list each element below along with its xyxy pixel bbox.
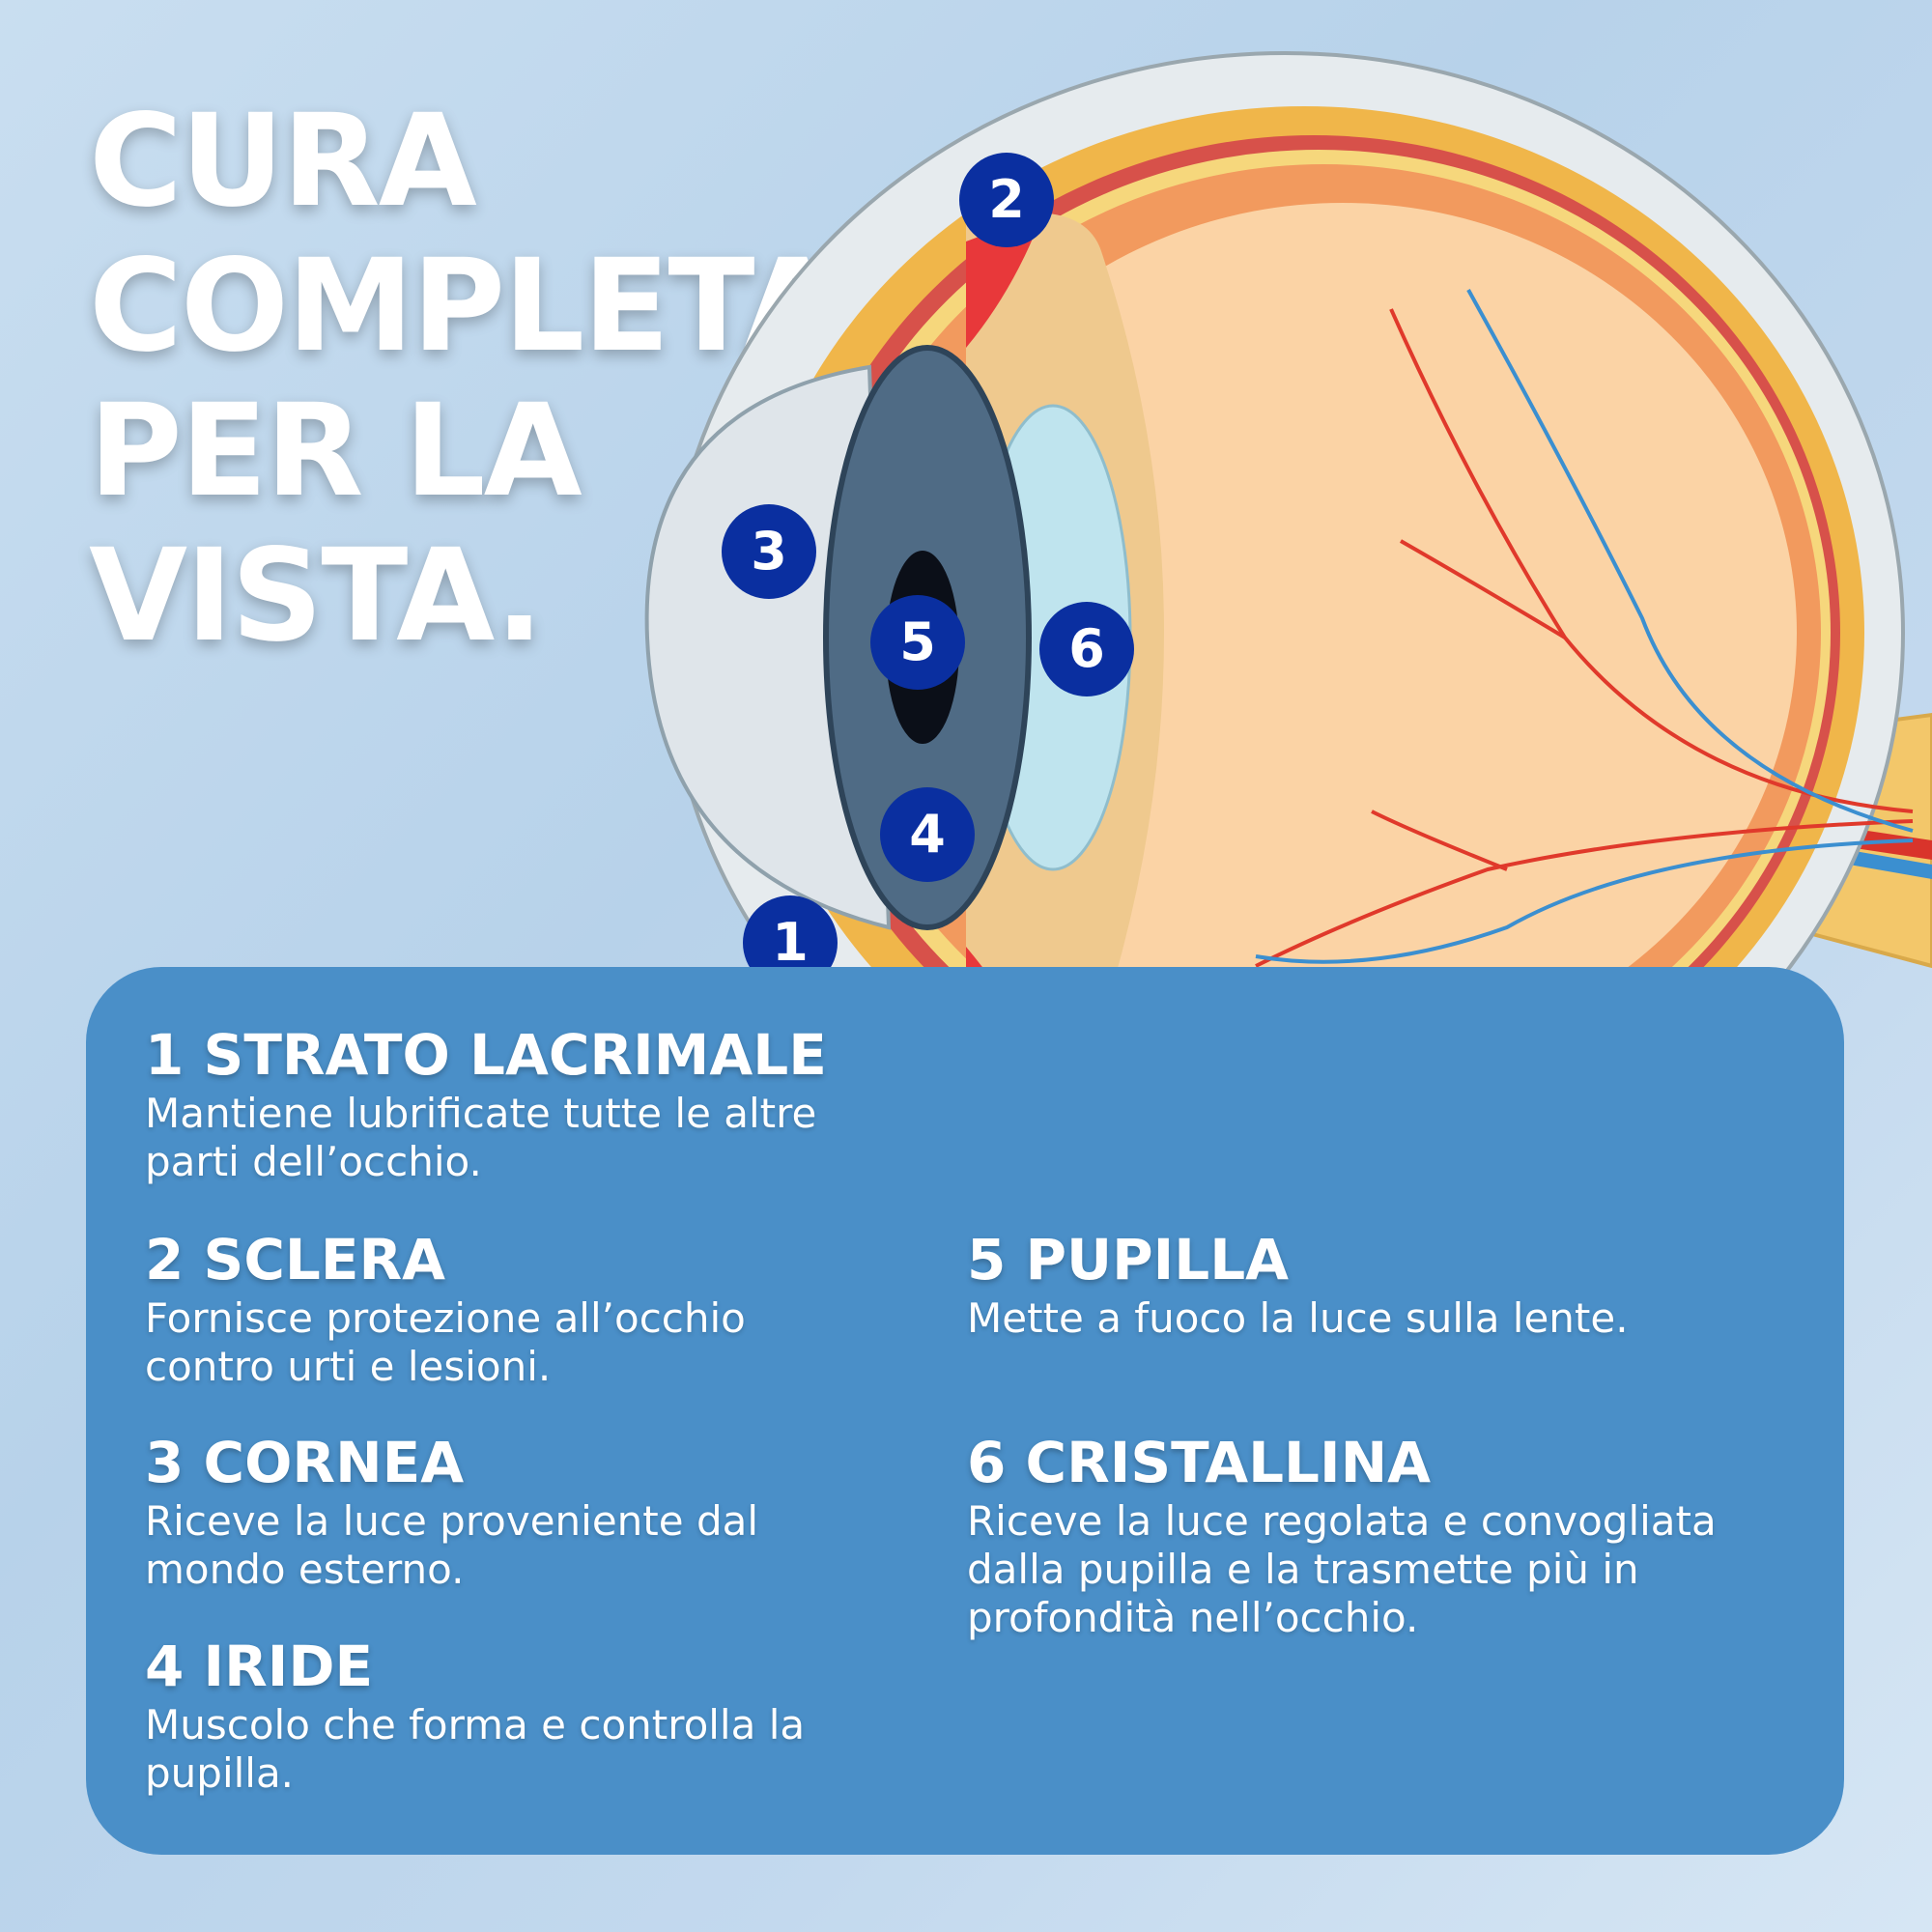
item-text: Riceve la luce regolata e convogliata da… (967, 1497, 1717, 1641)
item-cornea: 3 CORNEA Riceve la luce proveniente dal … (145, 1432, 879, 1594)
badge-3: 3 (722, 504, 816, 599)
item-heading: 6 CRISTALLINA (967, 1430, 1432, 1495)
item-cristallina: 6 CRISTALLINA Riceve la luce regolata e … (967, 1432, 1798, 1642)
item-heading: 3 CORNEA (145, 1430, 465, 1495)
page-title: CURA COMPLETA PER LA VISTA. (89, 87, 841, 670)
item-text: Mantiene lubrificate tutte le altre part… (145, 1090, 817, 1185)
item-text: Muscolo che forma e controlla la pupilla… (145, 1701, 806, 1797)
title-line: COMPLETA (89, 232, 841, 381)
item-heading: 5 PUPILLA (967, 1227, 1290, 1293)
title-line: CURA (89, 87, 477, 236)
title-line: PER LA (89, 377, 582, 526)
item-strato-lacrimale: 1 STRATO LACRIMALE Mantiene lubrificate … (145, 1024, 879, 1186)
info-panel (86, 967, 1844, 1855)
item-heading: 2 SCLERA (145, 1227, 446, 1293)
item-text: Mette a fuoco la luce sulla lente. (967, 1294, 1629, 1342)
item-sclera: 2 SCLERA Fornisce protezione all’occhio … (145, 1229, 879, 1391)
title-line: VISTA. (89, 522, 544, 670)
item-heading: 1 STRATO LACRIMALE (145, 1022, 827, 1088)
badge-4: 4 (880, 787, 975, 882)
badge-5: 5 (870, 595, 965, 690)
badge-2: 2 (959, 153, 1054, 247)
item-pupilla: 5 PUPILLA Mette a fuoco la luce sulla le… (967, 1229, 1798, 1343)
badge-6: 6 (1039, 602, 1134, 696)
item-text: Riceve la luce proveniente dal mondo est… (145, 1497, 759, 1593)
cornea (644, 364, 892, 930)
item-heading: 4 IRIDE (145, 1634, 374, 1699)
item-text: Fornisce protezione all’occhio contro ur… (145, 1294, 746, 1390)
item-iride: 4 IRIDE Muscolo che forma e controlla la… (145, 1635, 879, 1798)
